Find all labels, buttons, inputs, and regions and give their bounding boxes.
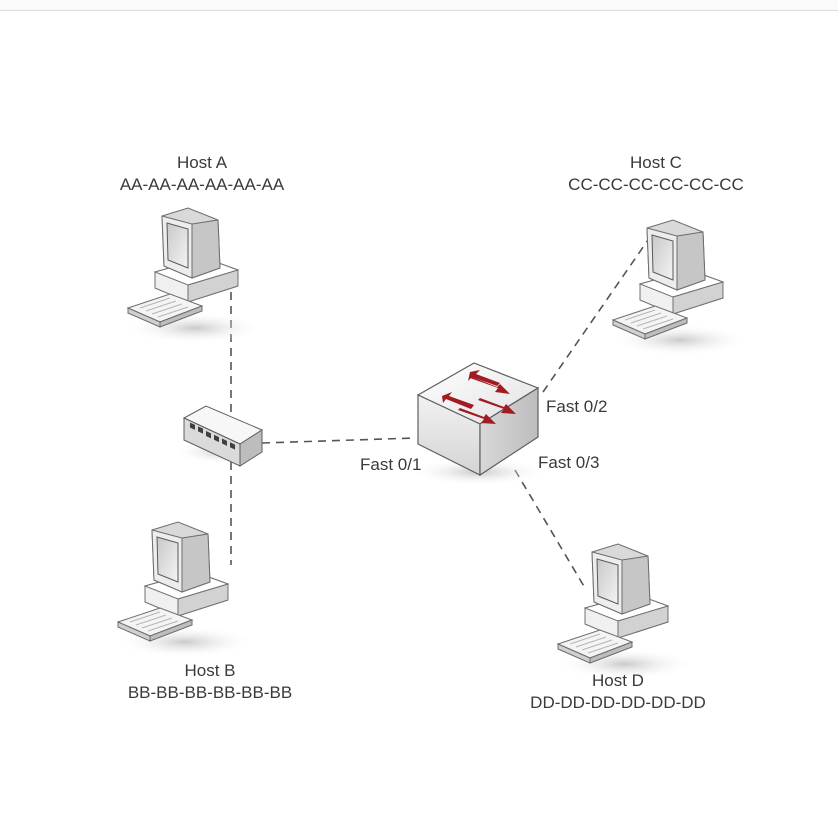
- host-c-mac: CC-CC-CC-CC-CC-CC: [568, 175, 744, 194]
- host-b-computer-icon: [114, 521, 256, 659]
- host-d-name: Host D: [592, 671, 644, 690]
- host-d-label: Host D DD-DD-DD-DD-DD-DD: [530, 670, 706, 714]
- port-label-fast-0-3: Fast 0/3: [538, 453, 600, 472]
- host-c-name: Host C: [630, 153, 682, 172]
- port-label-fast-0-1: Fast 0/1: [360, 455, 422, 474]
- switch-icon: [408, 362, 548, 486]
- host-a-label: Host A AA-AA-AA-AA-AA-AA: [120, 152, 284, 196]
- host-b-label: Host B BB-BB-BB-BB-BB-BB: [128, 660, 292, 704]
- host-c-label: Host C CC-CC-CC-CC-CC-CC: [568, 152, 744, 196]
- link-hub-to-switch: [261, 437, 416, 444]
- top-border: [0, 0, 838, 11]
- network-links: [230, 239, 649, 589]
- host-b-mac: BB-BB-BB-BB-BB-BB: [127, 683, 293, 702]
- port-label-fast-0-2: Fast 0/2: [546, 397, 608, 416]
- link-switch-to-host-d: [514, 469, 586, 589]
- switch-arrows: [442, 370, 516, 424]
- link-switch-to-host-c: [542, 239, 649, 393]
- host-a-name: Host A: [176, 153, 228, 172]
- hub-icon: [174, 405, 270, 467]
- host-c-computer-icon: [609, 219, 751, 357]
- host-d-mac: DD-DD-DD-DD-DD-DD: [530, 693, 706, 712]
- host-a-mac: AA-AA-AA-AA-AA-AA: [119, 175, 285, 194]
- host-a-computer-icon: [124, 207, 266, 345]
- host-b-name: Host B: [184, 661, 236, 680]
- host-d-computer-icon: [554, 543, 696, 681]
